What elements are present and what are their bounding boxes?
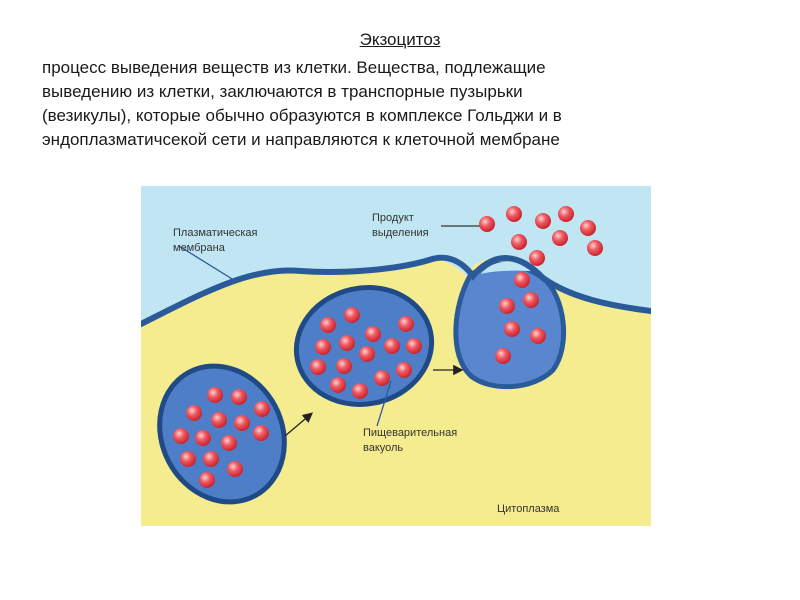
membrane-pointer — [178, 245, 238, 283]
description-text: процесс выведения веществ из клетки. Вещ… — [42, 56, 762, 152]
vesicle — [293, 285, 435, 407]
description-line: процесс выведения веществ из клетки. Вещ… — [42, 58, 546, 77]
page-title: Экзоцитоз — [359, 30, 441, 49]
vesicle — [157, 363, 287, 505]
diagram-canvas: Плазматическая мембрана Продукт выделени… — [141, 186, 651, 526]
movement-arrow — [284, 412, 313, 437]
label-vacuole-2: вакуоль — [363, 442, 403, 454]
released-particles — [479, 206, 603, 266]
label-product-2: выделения — [372, 227, 429, 239]
description-line: выведению из клетки, заключаются в транс… — [42, 82, 523, 101]
label-plasma-membrane-1: Плазматическая — [173, 227, 258, 239]
vesicle-particles — [495, 272, 546, 364]
vesicle-particles — [173, 387, 270, 488]
plasma-membrane — [141, 254, 651, 327]
label-product-1: Продукт — [372, 212, 414, 224]
exocytosis-diagram: Плазматическая мембрана Продукт выделени… — [141, 186, 651, 526]
vesicle-particles — [310, 307, 422, 399]
extracellular-space — [141, 186, 651, 324]
description-line: (везикулы), которые обычно образуются в … — [42, 106, 562, 125]
label-cytoplasm: Цитоплазма — [497, 503, 560, 515]
description-line: эндоплазматичсекой сети и направляются к… — [42, 130, 560, 149]
vacuole-pointer — [376, 380, 392, 427]
label-vacuole-1: Пищеварительная — [363, 427, 457, 439]
label-plasma-membrane-2: мембрана — [173, 242, 226, 254]
